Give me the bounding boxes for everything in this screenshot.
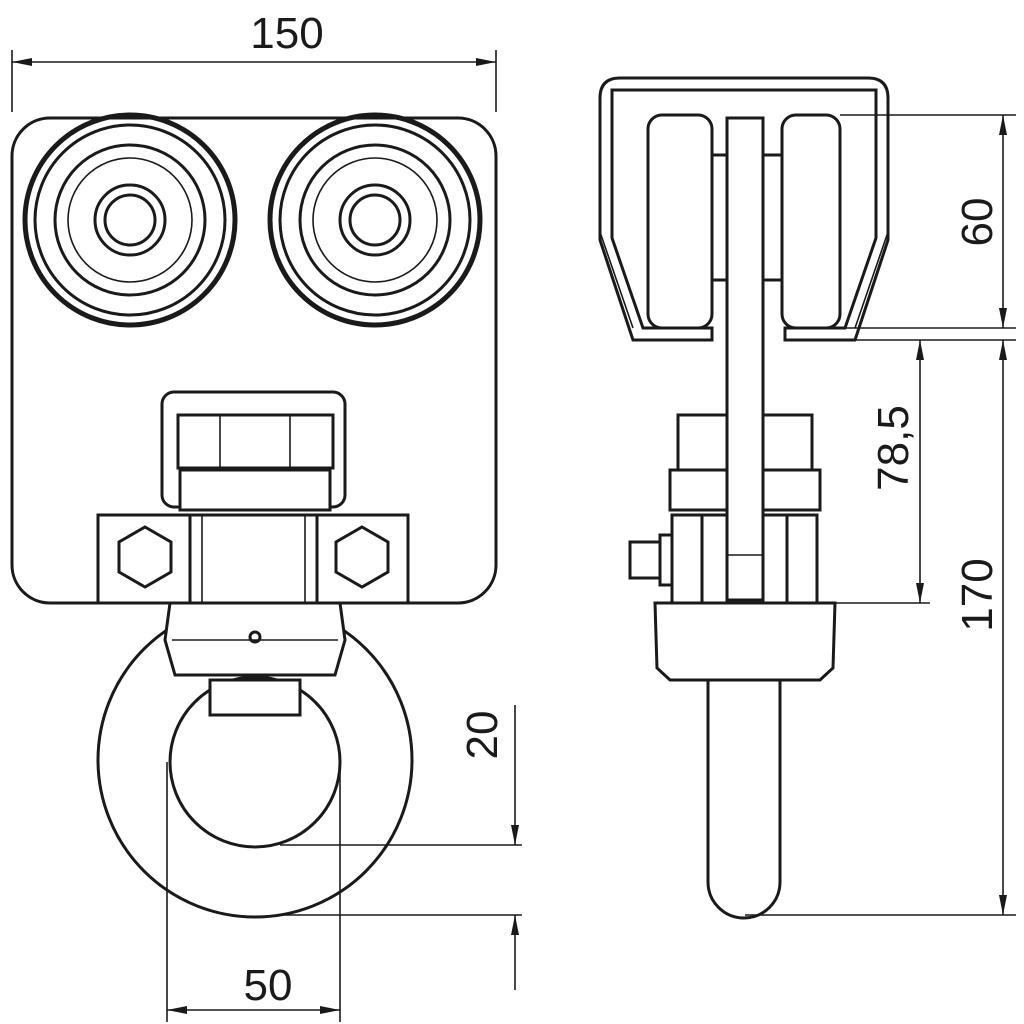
wheel-right [267, 112, 483, 328]
dim-label-50: 50 [244, 961, 293, 1010]
bolt-head-right [334, 525, 390, 589]
dim-label-150: 150 [250, 9, 323, 58]
dimension-50: 50 [166, 762, 341, 1022]
hex-nut [176, 413, 335, 470]
side-view [598, 76, 890, 920]
eye-block [208, 678, 302, 717]
front-view [10, 112, 498, 919]
bolt-stub [628, 540, 662, 580]
washer [178, 468, 332, 512]
dimension-20: 20 [280, 705, 522, 990]
dimension-78-5: 78,5 [835, 339, 1016, 604]
swivel-housing [653, 601, 837, 682]
center-plate [725, 116, 765, 602]
bolt-head-left [117, 525, 173, 589]
dim-label-20: 20 [458, 711, 507, 760]
wheel-left [22, 112, 238, 328]
grease-nipple [248, 630, 262, 644]
swivel-neck [163, 601, 347, 677]
side-wheel-right [780, 113, 842, 330]
dim-label-170: 170 [953, 558, 1002, 631]
dim-label-60: 60 [953, 198, 1002, 247]
side-wheel-left [646, 113, 714, 330]
dimension-60: 60 [840, 114, 1016, 329]
dimension-170: 170 [745, 340, 1016, 916]
dimension-150: 150 [11, 9, 497, 112]
dim-label-78-5: 78,5 [869, 405, 918, 491]
